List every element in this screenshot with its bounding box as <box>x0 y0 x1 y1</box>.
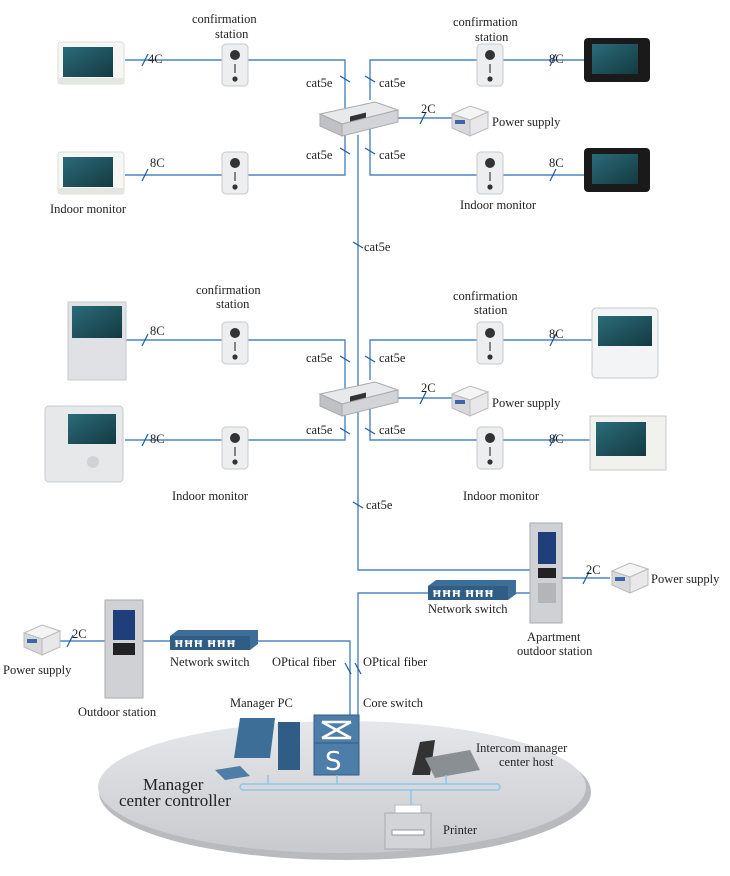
label-apartment-outdoor-station: outdoor station <box>517 644 593 658</box>
indoor-monitor-device <box>589 415 667 471</box>
cable-label: 8C <box>549 432 564 446</box>
label-network-switch: Network switch <box>170 655 250 669</box>
apartment-outdoor-station-device <box>529 522 563 624</box>
core-switch-device: S <box>313 714 360 777</box>
confirmation-station-device <box>476 426 504 470</box>
cable-label-cat5e: cat5e <box>306 423 333 437</box>
confirmation-station-device <box>221 426 249 470</box>
manager-pc-device <box>215 718 300 780</box>
label-outdoor-station: Outdoor station <box>78 705 157 719</box>
label-manager-center-controller: Manager <box>143 775 204 794</box>
lan-bus <box>239 775 501 805</box>
distribution-switch <box>319 101 399 137</box>
confirmation-station-device <box>221 321 249 365</box>
label-manager-center-controller: center controller <box>119 791 231 810</box>
label-intercom-host: Intercom manager <box>476 741 568 755</box>
label-optical-fiber: OPtical fiber <box>272 655 337 669</box>
indoor-monitor-device <box>584 38 650 82</box>
indoor-monitor-device <box>44 405 124 483</box>
label-confirmation-station: station <box>474 303 508 317</box>
label-confirmation-station: confirmation <box>192 12 257 26</box>
cable-label-cat5e: cat5e <box>379 148 406 162</box>
cable-ticks <box>66 53 590 675</box>
cable-label-cat5e: cat5e <box>379 351 406 365</box>
cable-label-2c: 2C <box>421 381 436 395</box>
confirmation-station-device <box>221 151 249 195</box>
label-apartment-outdoor-station: Apartment <box>527 630 581 644</box>
indoor-monitor-device <box>67 301 127 381</box>
label-power-supply: Power supply <box>492 115 561 129</box>
cable-label-cat5e: cat5e <box>379 423 406 437</box>
label-indoor-monitor: Indoor monitor <box>463 489 540 503</box>
cable-label-cat5e: cat5e <box>366 498 393 512</box>
label-power-supply: Power supply <box>3 663 72 677</box>
cable-label: 8C <box>549 327 564 341</box>
label-printer: Printer <box>443 823 478 837</box>
label-power-supply: Power supply <box>492 396 561 410</box>
distribution-switch <box>319 381 399 417</box>
label-confirmation-station: confirmation <box>196 283 261 297</box>
confirmation-station-device <box>221 43 249 87</box>
label-indoor-monitor: Indoor monitor <box>460 198 537 212</box>
cable-label: 8C <box>549 52 564 66</box>
label-optical-fiber: OPtical fiber <box>363 655 428 669</box>
label-power-supply: Power supply <box>651 572 720 586</box>
label-confirmation-station: station <box>475 30 509 44</box>
outdoor-station-device <box>104 599 144 699</box>
cable-label: 8C <box>150 156 165 170</box>
cable-labels: 4C 8C 8C 8C cat5e cat5e cat5e cat5e 2C c… <box>72 52 601 641</box>
cable-label-cat5e: cat5e <box>306 351 333 365</box>
cable-label-2c: 2C <box>421 102 436 116</box>
indoor-monitor-device <box>591 307 659 379</box>
cable-label: 8C <box>549 156 564 170</box>
printer-device <box>384 804 432 850</box>
cable-label-cat5e: cat5e <box>379 76 406 90</box>
confirmation-station-device <box>476 321 504 365</box>
cable-label-cat5e: cat5e <box>306 148 333 162</box>
cable-label: 8C <box>150 432 165 446</box>
indoor-monitor-device <box>584 148 650 192</box>
label-intercom-host: center host <box>499 755 554 769</box>
cable-label: 8C <box>150 324 165 338</box>
indoor-monitor-device <box>57 151 125 195</box>
cable-label-cat5e: cat5e <box>364 240 391 254</box>
intercom-manager-host-device <box>412 740 480 778</box>
network-switch-device <box>170 630 258 650</box>
label-confirmation-station: station <box>215 27 249 41</box>
confirmation-station-device <box>476 43 504 87</box>
power-supply-device <box>611 562 649 594</box>
label-indoor-monitor: Indoor monitor <box>172 489 249 503</box>
power-supply-device <box>451 105 489 137</box>
cable-label-cat5e: cat5e <box>306 76 333 90</box>
cable-label-2c: 2C <box>586 563 601 577</box>
indoor-monitor-device <box>57 41 125 85</box>
label-indoor-monitor: Indoor monitor <box>50 202 127 216</box>
confirmation-station-device <box>476 151 504 195</box>
label-confirmation-station: confirmation <box>453 289 518 303</box>
network-switch-device <box>428 580 516 600</box>
core-switch-glyph: S <box>325 747 342 777</box>
cable-label-2c: 2C <box>72 627 87 641</box>
cable-label-4c: 4C <box>148 52 163 66</box>
label-network-switch: Network switch <box>428 602 508 616</box>
label-confirmation-station: station <box>216 297 250 311</box>
label-confirmation-station: confirmation <box>453 15 518 29</box>
power-supply-device <box>23 624 61 656</box>
label-core-switch: Core switch <box>363 696 424 710</box>
power-supply-device <box>451 385 489 417</box>
label-manager-pc: Manager PC <box>230 696 293 710</box>
